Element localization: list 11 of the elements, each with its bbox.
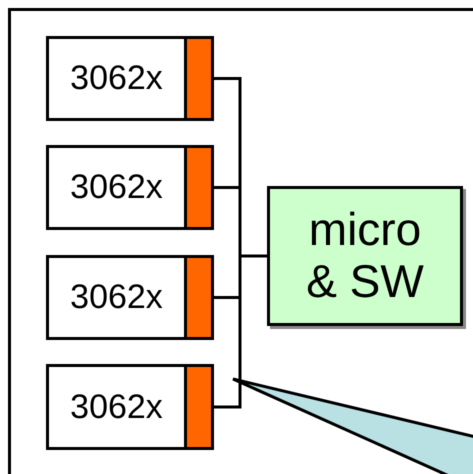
chip-label: 3062x [69,58,164,99]
chip-label: 3062x [69,167,164,208]
processor-label: micro & SW [305,204,425,308]
processor-box [267,186,463,326]
chip-box [46,255,214,340]
chip-box [46,364,214,450]
chip-box [46,145,214,230]
chip-label: 3062x [69,386,164,428]
chip-box [46,36,214,121]
bus-connector [214,254,267,408]
chip-label: 3062x [69,277,164,318]
